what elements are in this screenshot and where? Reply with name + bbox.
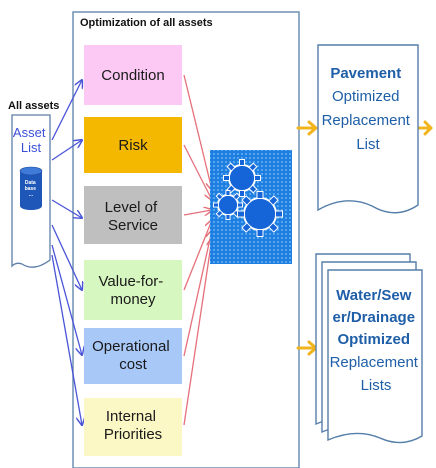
criterion-level-of-service: Level of Service — [84, 186, 182, 244]
criteria-arrows — [183, 74, 212, 426]
database-label-line: base — [25, 186, 37, 192]
gears-icon — [210, 150, 292, 264]
output-title: Optimized — [338, 331, 411, 348]
input-arrow — [51, 244, 82, 355]
criterion-box — [84, 328, 182, 384]
criterion-value-for-money: Value-for- money — [84, 260, 182, 320]
criterion-label: money — [110, 291, 156, 308]
asset-list-line: List — [21, 140, 42, 155]
output-line: Optimized — [332, 88, 400, 105]
database-label-line: Data — [25, 180, 36, 186]
criteria-arrow — [183, 230, 212, 357]
input-arrow — [51, 199, 82, 218]
criterion-label: Level of — [105, 199, 158, 216]
output-document — [317, 44, 419, 214]
output-water-sewer-drainage: Water/Sew er/Drainage Optimized Replacem… — [315, 253, 423, 444]
criterion-internal-priorities: Internal Priorities — [84, 398, 182, 456]
criterion-box — [84, 117, 182, 173]
criteria-arrow — [183, 238, 212, 426]
input-arrow — [51, 254, 82, 425]
criterion-label: Value-for- — [99, 273, 164, 290]
output-title: Pavement — [330, 65, 401, 82]
criterion-box — [84, 45, 182, 105]
output-arrow-head — [423, 120, 433, 136]
criterion-label: Priorities — [104, 426, 162, 443]
all-assets-label: All assets — [8, 100, 59, 112]
output-line: Lists — [361, 377, 392, 394]
output-title: er/Drainage — [333, 309, 416, 326]
output-arrows — [296, 120, 433, 356]
criteria-arrow — [183, 144, 212, 200]
svg-text:Internal Priorities: Internal Priorities — [104, 408, 162, 443]
output-line: Replacement — [322, 112, 411, 129]
criteria-arrow — [183, 210, 212, 215]
asset-list-line: Asset — [13, 125, 46, 140]
input-arrows — [51, 80, 82, 425]
criterion-label: cost — [119, 356, 147, 373]
svg-text:Level of Service: Level of Service — [105, 199, 162, 234]
criterion-box — [84, 398, 182, 456]
output-line: Replacement — [330, 354, 419, 371]
output-arrow-head — [307, 120, 318, 136]
database-label-line: ... — [29, 192, 34, 198]
svg-text:Risk: Risk — [118, 137, 148, 154]
asset-list-title: Asset List — [13, 125, 49, 155]
output-document — [327, 269, 423, 444]
svg-text:Operational cost: Operational cost — [92, 338, 174, 373]
criterion-box — [84, 186, 182, 244]
criterion-risk: Risk — [84, 117, 182, 173]
criterion-box — [84, 260, 182, 320]
criterion-operational-cost: Operational cost — [84, 328, 182, 384]
svg-text:Value-for- money: Value-for- money — [99, 273, 168, 308]
panel-title: Optimization of all assets — [80, 17, 213, 29]
criterion-label: Operational — [92, 338, 170, 355]
output-pavement: Pavement Optimized Replacement List — [317, 44, 419, 214]
criterion-label: Condition — [101, 67, 164, 84]
criterion-label: Internal — [106, 408, 156, 425]
svg-text:Pavement Optimized: Pavement Optimized Replacement List — [322, 65, 415, 153]
output-title: Water/Sew — [336, 287, 412, 304]
criterion-condition: Condition — [84, 45, 182, 105]
svg-text:Water/Sew er/Drainage: Water/Sew er/Drainage Optimized Replacem… — [330, 287, 423, 394]
input-arrow — [51, 80, 82, 141]
svg-text:Condition: Condition — [101, 67, 164, 84]
output-line: List — [356, 136, 380, 153]
criterion-label: Risk — [118, 137, 148, 154]
database-icon: Data base ... — [19, 166, 43, 210]
database-label: Data base ... — [25, 180, 38, 198]
criterion-label: Service — [108, 217, 158, 234]
input-arrow — [51, 140, 82, 161]
criteria-arrow — [183, 74, 212, 190]
input-arrow — [51, 224, 82, 290]
